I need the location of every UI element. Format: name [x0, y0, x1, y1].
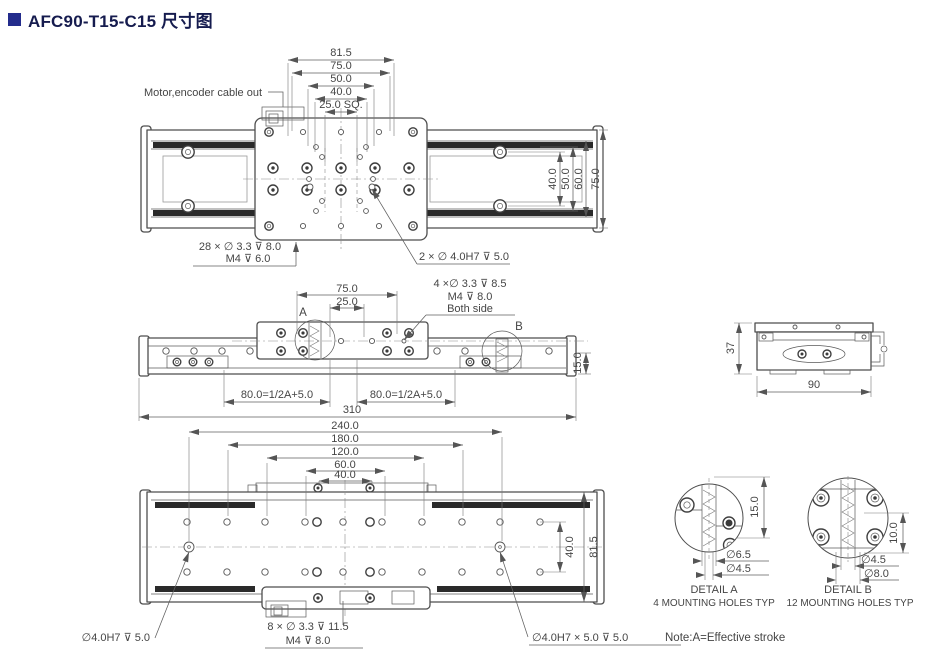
pin-left-label: ∅4.0H7 ⊽ 5.0 [82, 632, 150, 644]
bottom-dims: 240.0 180.0 120.0 60.0 40.0 40.0 81.5 [188, 420, 600, 603]
front-rail-holes [162, 347, 553, 355]
detail-a-circle-mark [294, 319, 336, 361]
dim-81-5: 81.5 [330, 47, 351, 59]
dim-v60: 60.0 [573, 168, 585, 189]
front-dim-15: 15.0 [572, 352, 584, 373]
rail-end-screws [181, 145, 507, 213]
front-dim-80-left: 80.0=1/2A+5.0 [241, 389, 313, 401]
end-body [756, 331, 872, 371]
end-view: 37 90 [725, 322, 888, 397]
end-dim-90: 90 [808, 379, 820, 391]
detail-b-title: DETAIL B [824, 584, 872, 596]
dowel-pin-left [183, 541, 195, 553]
cable-out-label: Motor,encoder cable out [144, 87, 262, 99]
note-text: Note:A=Effective stroke [665, 632, 785, 644]
dim-75: 75.0 [330, 60, 351, 72]
detail-a-mark: A [299, 307, 307, 319]
dim-v40: 40.0 [547, 168, 559, 189]
detail-a-dia-6-5: ∅6.5 [726, 549, 751, 561]
holes-8-label1: 8 × ∅ 3.3 ⊽ 11.5 [267, 621, 348, 633]
detail-b-dim-10: 10.0 [888, 522, 900, 543]
front-dim-310: 310 [343, 404, 361, 416]
detail-a-desc: 4 MOUNTING HOLES TYP [653, 598, 775, 609]
cable-hook [871, 331, 888, 367]
detail-a-dim-15: 15.0 [749, 496, 761, 517]
dim-v50: 50.0 [560, 168, 572, 189]
bottom-dim-81-5: 81.5 [588, 536, 600, 557]
side-holes-label3: Both side [447, 303, 493, 315]
end-dim-37: 37 [725, 342, 737, 354]
holes-28-label: 28 × ∅ 3.3 ⊽ 8.0 [199, 241, 281, 253]
bottom-dim-240: 240.0 [331, 420, 359, 432]
bottom-dim-60: 60.0 [334, 459, 355, 471]
front-dim-80-right: 80.0=1/2A+5.0 [370, 389, 442, 401]
detail-b: 10.0 ∅4.5 ∅8.0 DETAIL B 12 MOUNTING HOLE… [786, 476, 914, 609]
bottom-dim-rows-40: 40.0 [564, 536, 576, 557]
detail-b-mark: B [515, 321, 523, 333]
dim-40: 40.0 [330, 86, 351, 98]
title-square-icon [8, 13, 21, 26]
page-header: AFC90-T15-C15 尺寸图 [8, 7, 213, 32]
side-holes-label1: 4 ×∅ 3.3 ⊽ 8.5 [434, 278, 507, 290]
top-right-dims: 40.0 50.0 60.0 75.0 [508, 129, 608, 229]
bottom-dim-40: 40.0 [334, 469, 355, 481]
detail-b-dia-8-0: ∅8.0 [864, 568, 889, 580]
front-dim-75: 75.0 [336, 283, 357, 295]
dim-v75: 75.0 [590, 168, 602, 189]
front-view: A B 4 ×∅ 3.3 ⊽ 8.5 M4 ⊽ 8.0 Both side 75… [138, 278, 591, 421]
holes-8-label2: M4 ⊽ 8.0 [286, 635, 331, 647]
end-flange [754, 322, 874, 333]
side-holes-label2: M4 ⊽ 8.0 [448, 291, 493, 303]
dowel-pin-right [494, 541, 506, 553]
detail-a-dia-4-5: ∅4.5 [726, 563, 751, 575]
bottom-dim-120: 120.0 [331, 446, 359, 458]
top-dims: 81.5 75.0 50.0 40.0 25.0 SQ. [287, 47, 395, 162]
motor-housing [261, 586, 431, 618]
front-dims: 75.0 25.0 80.0=1/2A+5.0 80.0=1/2A+5.0 31… [138, 283, 591, 421]
detail-b-dia-4-5: ∅4.5 [861, 554, 886, 566]
dim-50: 50.0 [330, 73, 351, 85]
top-view: 81.5 75.0 50.0 40.0 25.0 SQ. 40.0 50.0 6… [140, 47, 608, 267]
dim-25-sq: 25.0 SQ. [319, 99, 362, 111]
detail-b-circle-mark [481, 330, 523, 372]
pin-right-label: ∅4.0H7 × 5.0 ⊽ 5.0 [532, 632, 628, 644]
bottom-dim-180: 180.0 [331, 433, 359, 445]
detail-a: 15.0 ∅6.5 ∅4.5 DETAIL A 4 MOUNTING HOLES… [653, 476, 775, 609]
page-title: AFC90-T15-C15 尺寸图 [28, 12, 213, 31]
detail-a-title: DETAIL A [690, 584, 738, 596]
front-dim-25: 25.0 [336, 296, 357, 308]
pin-2-label: 2 × ∅ 4.0H7 ⊽ 5.0 [419, 251, 509, 263]
holes-28-label2: M4 ⊽ 6.0 [226, 253, 271, 265]
detail-b-desc: 12 MOUNTING HOLES TYP [786, 598, 913, 609]
bottom-view: 240.0 180.0 120.0 60.0 40.0 40.0 81.5 ∅4… [82, 420, 681, 649]
